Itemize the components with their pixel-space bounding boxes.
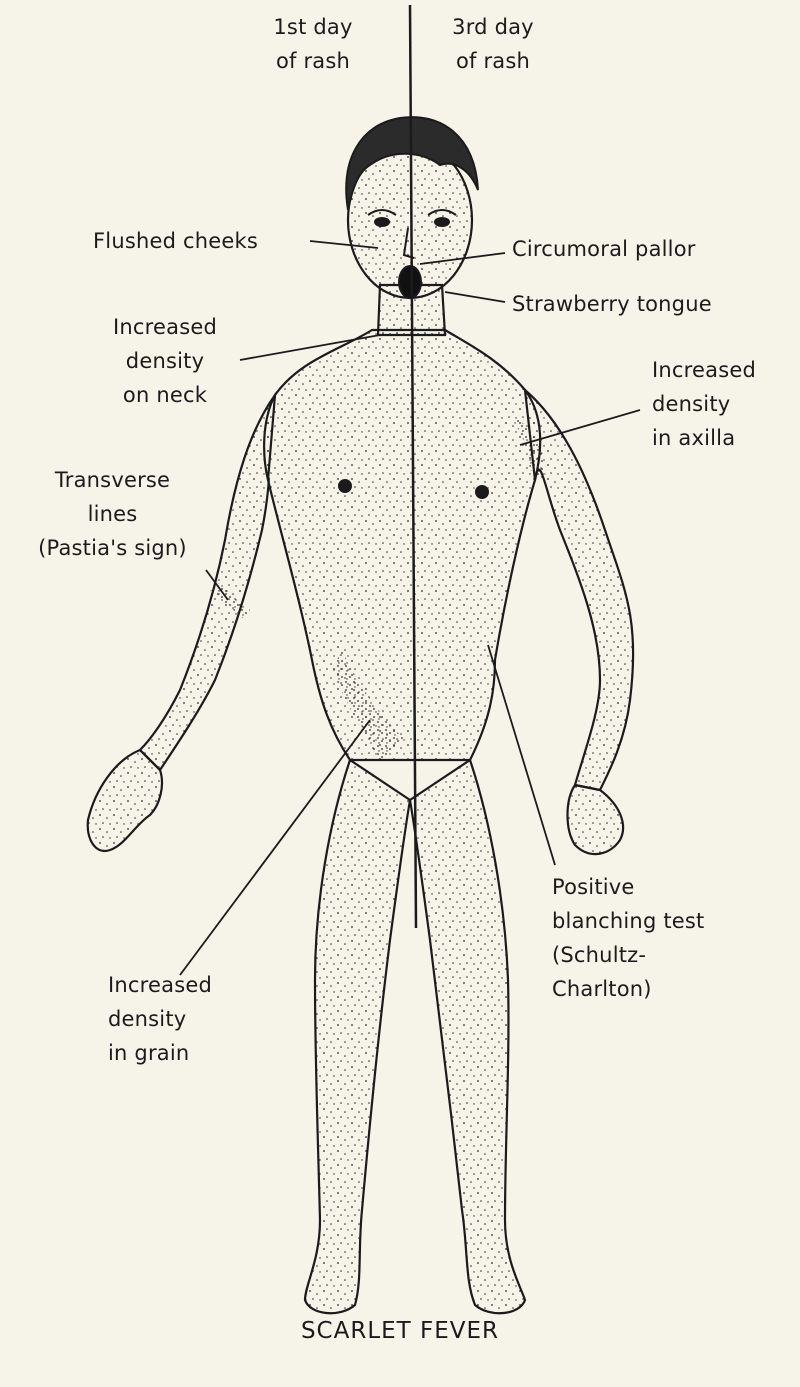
figure-title: SCARLET FEVER [0, 1318, 800, 1344]
label-blanching-test: Positive blanching test (Schultz- Charlt… [552, 870, 704, 1006]
label-circumoral-pallor: Circumoral pallor [512, 232, 696, 266]
label-axilla-density: Increased density in axilla [652, 353, 756, 455]
label-pastias-sign: Transverse lines (Pastia's sign) [10, 463, 215, 565]
header-third-day: 3rd day of rash [418, 10, 568, 78]
label-neck-density: Increased density on neck [90, 310, 240, 412]
label-grain-density: Increased density in grain [108, 968, 212, 1070]
header-first-day: 1st day of rash [238, 10, 388, 78]
label-strawberry-tongue: Strawberry tongue [512, 287, 712, 321]
label-flushed-cheeks: Flushed cheeks [93, 224, 258, 258]
